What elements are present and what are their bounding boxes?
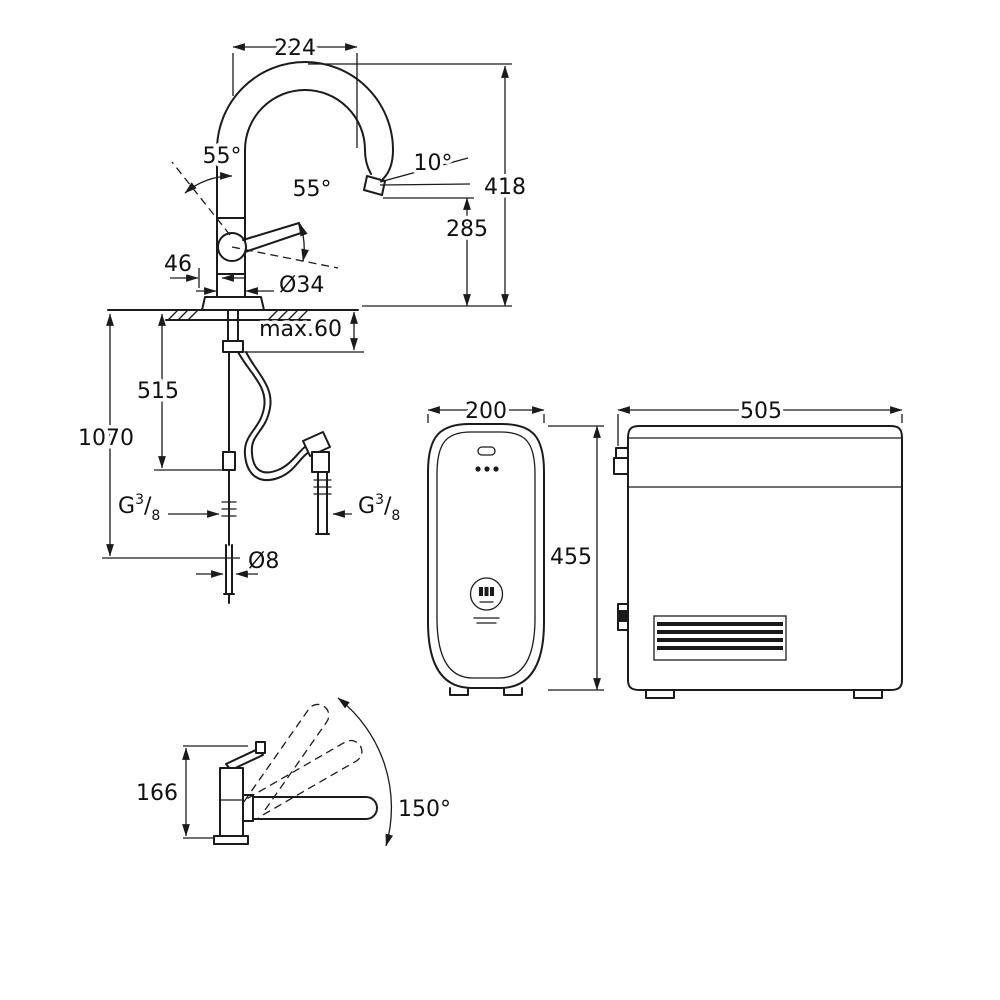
dim-cooler-depth-label: 505 [740,399,782,424]
swivel-lever-cap [255,741,266,754]
cooler-front-view [427,423,545,696]
escutcheon [201,296,265,311]
led-dot-3 [493,466,499,472]
outlet-angle-label: 10° [414,151,453,176]
mounting-nut [222,340,244,353]
spout-end-inner [364,149,372,175]
hose-thread-ticks [221,501,237,517]
swivel-spout-ghost-2 [243,703,330,815]
s-hose-outer [237,351,310,482]
handle-swing-line-lower [231,246,339,269]
countertop-hatching [167,310,308,321]
mousseur [363,175,386,196]
cooler-side-dimensions: 505 [617,396,903,446]
dim-spout-reach-ext [232,53,358,148]
spout-inner-arc [244,89,366,151]
spout-outer-arc [216,61,394,151]
cooler-side-outline [627,425,903,691]
dim-total-height-ext [308,63,512,307]
swivel-arc [337,697,394,847]
thread-right-label: G3/8 [358,492,400,524]
outlet-angle-line-1 [379,157,469,183]
cooler-front-dimensions: 200 455 [427,396,604,691]
handle-angle-upper-label: 55° [203,144,242,169]
handle-swing-arc-upper [184,171,233,194]
brand-logo-text-lines [473,601,500,624]
dim-cooler-height-label: 455 [550,545,592,570]
side-valve-knob [615,447,629,459]
cooler-side-view [613,425,903,699]
brand-logo-circle [469,577,504,611]
side-foot-left [645,689,675,699]
spout-end-outer [382,149,394,180]
brand-logo-marks [479,587,494,596]
dim-hose-total-label: 1070 [78,426,134,451]
dim-swivel-height-ext [183,745,248,839]
side-valve-body [613,457,629,475]
hose-fitting [222,451,236,471]
dim-hose-dia-label: Ø8 [248,549,279,574]
faucet-front-view: 55° 55° 10° [107,61,471,321]
handle-lever [242,222,302,253]
dim-base-dia-label: Ø34 [279,273,324,298]
dim-cooler-width-ext [427,414,545,423]
swivel-range-view: 150° 166 [133,697,455,847]
side-foot-right [853,689,883,699]
handle-swing-line-upper [171,161,231,236]
dim-total-height-label: 418 [484,175,526,200]
elbow-fitting [302,431,331,457]
mounting-shank [227,309,239,342]
handle-angle-lower-label: 55° [293,177,332,202]
faucet-hoses [221,309,332,604]
dim-outlet-height-label: 285 [446,217,488,242]
pipe-thread-ticks [313,479,332,495]
thread-left-label: G3/8 [118,492,160,524]
dim-hose-short-label: 515 [137,379,179,404]
vent-grille-slats [657,622,783,650]
swivel-body [219,767,244,837]
dim-spout-reach-label: 224 [274,36,316,61]
swivel-base [213,835,249,845]
handle-swing-arc-lower [299,223,309,262]
dim-cooler-width-label: 200 [465,399,507,424]
dim-swivel-height-label: 166 [136,781,178,806]
valve-body [311,451,330,473]
thin-hose [223,544,235,604]
s-hose-inner [245,351,307,474]
faucet-dimensions: 224 418 285 46 Ø34 max.60 515 1070 G3/8 [75,33,530,578]
vent-grille-frame [653,615,787,661]
swivel-spout-solid [252,796,378,820]
dim-counter-label: max.60 [259,317,342,342]
status-display-slot [477,446,496,456]
dim-base-offset-label: 46 [164,252,192,277]
outlet-angle-line-2 [379,183,471,186]
swivel-angle-label: 150° [398,797,451,822]
led-dot-1 [475,466,481,472]
cooler-front-outline [427,423,545,689]
led-dot-2 [484,466,490,472]
elbow-pipe [315,471,330,535]
side-connector [619,610,627,622]
cooler-front-feet [449,687,523,696]
dim-cooler-depth-ext [617,414,903,446]
cooler-front-panel [436,431,536,679]
